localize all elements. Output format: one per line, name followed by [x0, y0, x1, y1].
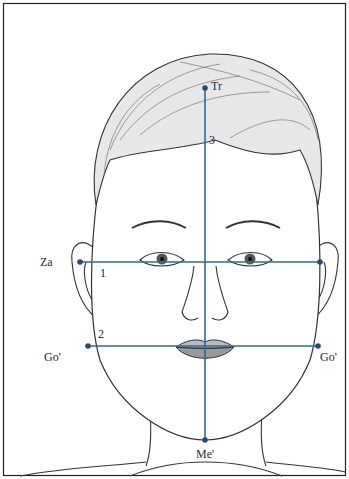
hair [94, 54, 321, 205]
landmark-points [77, 85, 323, 443]
landmark-label: Za [40, 256, 53, 268]
landmark-label: Tr [211, 80, 222, 92]
landmark-label: Me' [196, 448, 214, 460]
landmark-label: Go' [44, 351, 61, 363]
frame [4, 4, 346, 476]
eyes [140, 253, 272, 267]
landmark-label: Go' [320, 351, 337, 363]
callout-number: 2 [98, 328, 104, 340]
callout-number: 1 [100, 267, 106, 279]
eyebrows [132, 221, 280, 228]
measurement-lines [80, 88, 320, 440]
callout-number: 3 [209, 134, 215, 146]
